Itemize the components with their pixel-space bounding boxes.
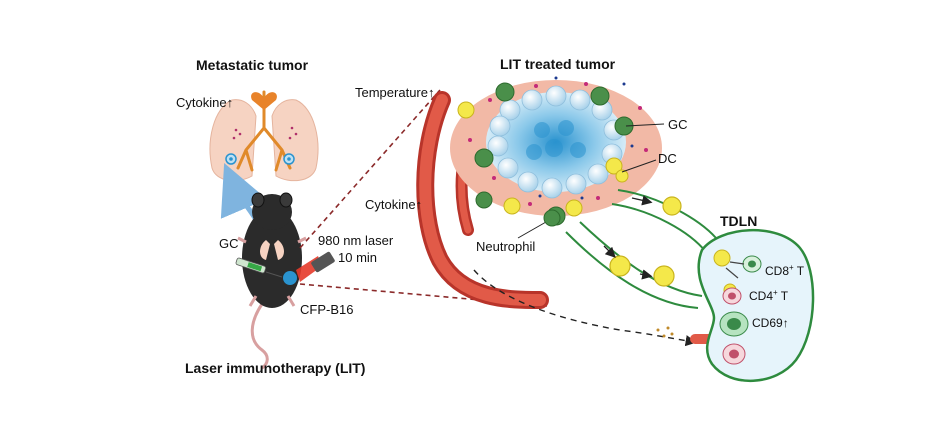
cytokine-lung-label: Cytokine↑ (176, 96, 233, 109)
migration-arrows (603, 195, 653, 280)
migrating-dc-cells (609, 196, 682, 287)
up-arrow-icon: ↑ (427, 85, 435, 100)
neutrophil-pointer (517, 221, 547, 239)
cd8-sup: + (789, 263, 794, 272)
cytokine-vessel-text: Cytokine (365, 197, 416, 212)
laser-label-line1: 980 nm laser (318, 233, 394, 248)
cd4-suffix: T (777, 289, 789, 303)
up-arrow-icon: ↑ (226, 95, 234, 110)
cd69-text: CD69 (752, 316, 783, 330)
temperature-label: Temperature↑ (355, 86, 434, 99)
gc-tumor-label: GC (668, 117, 688, 132)
neutrophil-cell (543, 209, 561, 227)
laser-immunotherapy-title: Laser immunotherapy (LIT) (185, 360, 366, 376)
gc-mouse-label: GC (219, 236, 239, 251)
mouse-tail (250, 303, 269, 370)
temperature-text: Temperature (355, 85, 428, 100)
dashed-zoom-top (299, 89, 441, 249)
dc-label: DC (658, 151, 677, 166)
lymph-node-shape (697, 229, 815, 383)
mouse-lung-small (260, 240, 284, 260)
metastatic-tumor-title: Metastatic tumor (196, 57, 309, 73)
lymph-node-tdln (697, 229, 815, 383)
t-cells (719, 255, 762, 365)
cd4-text: CD4 (749, 289, 774, 303)
cfp-b16-label: CFP-B16 (300, 302, 354, 317)
cfp-b16-tumor (283, 271, 297, 285)
up-arrow-icon: ↑ (415, 197, 423, 212)
heart-icon (251, 92, 277, 110)
tdln-label: TDLN (720, 213, 758, 229)
up-arrow-icon: ↑ (782, 316, 789, 330)
cd4-sup: + (773, 288, 778, 297)
cytokine-lung-text: Cytokine (176, 95, 227, 110)
laser-label-line2: 10 min (338, 250, 378, 265)
laser-device-icon (296, 251, 335, 282)
gc-pointer (625, 123, 665, 127)
dc-cells-tumor (457, 101, 629, 217)
tumor-cells (487, 85, 625, 199)
cytokine-dots-lung (232, 126, 298, 140)
cytokine-stars (468, 82, 648, 206)
mouse-illustration (237, 192, 307, 370)
particles-to-ln (656, 326, 674, 338)
neutrophil-label: Neutrophil (476, 239, 536, 254)
syringe-icon (235, 257, 283, 278)
cd4-t-label: CD4+ T (749, 288, 789, 303)
cd8-t-label: CD8+ T (765, 263, 805, 278)
right-lung (271, 99, 319, 182)
dc-pointer (621, 159, 657, 173)
lung-illustration (209, 90, 319, 182)
lit-treated-tumor-title: LIT treated tumor (500, 56, 616, 72)
cd8-suffix: T (793, 264, 805, 278)
cd8-text: CD8 (765, 264, 790, 278)
cd69-label: CD69↑ (752, 317, 789, 329)
cytokine-vessel-label: Cytokine↑ (365, 198, 422, 211)
tumor-core-cells (526, 120, 586, 160)
dashed-migration (473, 269, 697, 347)
lit-treated-tumor (450, 76, 662, 226)
left-lung (209, 99, 257, 182)
blue-dots (538, 76, 634, 200)
lymphatic-vessels (565, 189, 717, 309)
